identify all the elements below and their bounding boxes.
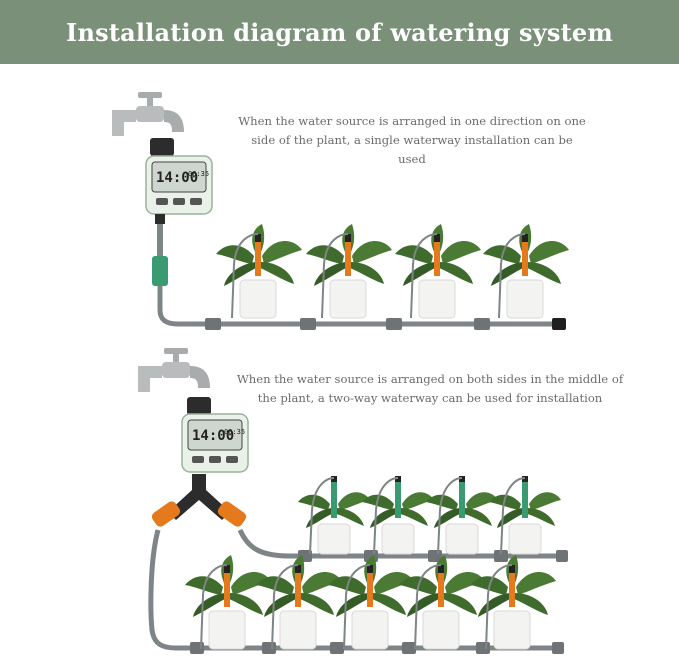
page-title: Installation diagram of watering system xyxy=(66,17,613,47)
plant-pot xyxy=(215,223,303,319)
faucet-adapter xyxy=(150,138,174,156)
end-plug-1 xyxy=(552,318,566,330)
timer-1-time: 14:00 xyxy=(156,170,198,186)
two-way-waterway-caption: When the water source is arranged on bot… xyxy=(236,372,624,405)
plant-pot xyxy=(184,554,272,650)
y-splitter xyxy=(151,474,247,527)
branch-pipe-lower xyxy=(148,529,556,651)
header-banner: Installation diagram of watering system xyxy=(0,0,679,64)
branch-pipe-upper xyxy=(237,528,560,559)
water-timer-2: 14:00 06:35 xyxy=(181,413,249,473)
single-waterway-diagram: 14:00 06:35 xyxy=(112,92,570,330)
plant-pot xyxy=(394,223,482,319)
plant-pot xyxy=(305,223,393,319)
two-way-waterway-diagram: 14:00 06:35 xyxy=(138,348,568,654)
plant-pot xyxy=(398,554,486,650)
faucet-adapter xyxy=(187,397,211,415)
plant-pot xyxy=(327,554,415,650)
timer-2-time: 14:00 xyxy=(192,428,234,444)
plant-pot xyxy=(297,475,371,555)
water-timer-1: 14:00 06:35 xyxy=(145,155,213,215)
plant-pot xyxy=(482,223,570,319)
faucet-icon xyxy=(112,92,184,136)
plant-pot xyxy=(361,475,435,555)
main-pipe-1 xyxy=(157,286,556,327)
end-plug-2 xyxy=(556,550,568,562)
end-plug-3 xyxy=(552,642,564,654)
plant-pot xyxy=(469,554,557,650)
timer-1-small-time: 06:35 xyxy=(188,170,209,178)
hose-connector-green xyxy=(152,256,168,286)
single-waterway-caption: When the water source is arranged in one… xyxy=(238,114,586,166)
plant-pot xyxy=(425,475,499,555)
timer-2-small-time: 06:35 xyxy=(224,428,245,436)
plant-pot xyxy=(255,554,343,650)
faucet-icon xyxy=(138,348,210,392)
plant-pot xyxy=(488,475,562,555)
